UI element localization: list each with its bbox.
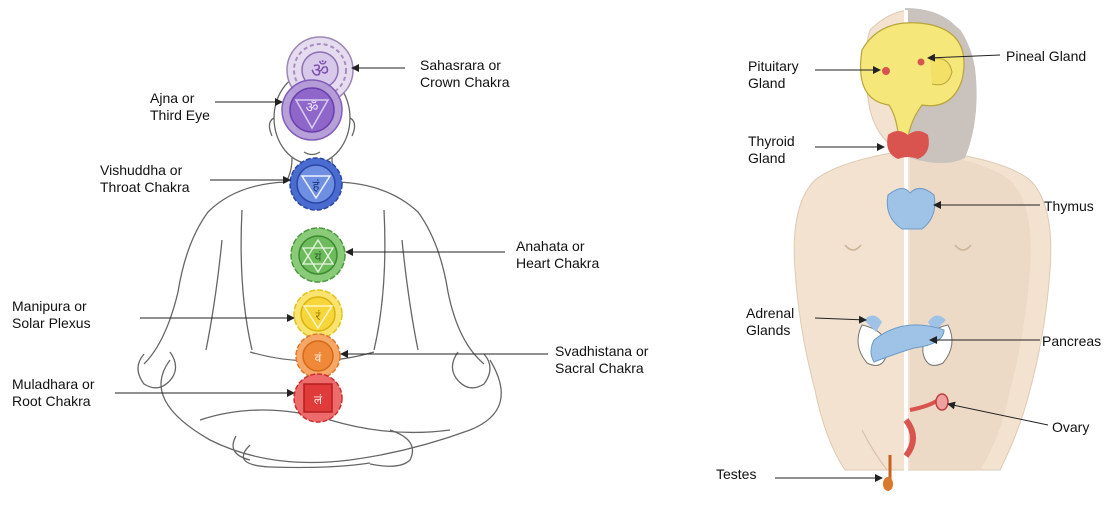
label-sacral-line2: Sacral Chakra [555, 360, 648, 377]
label-pituitary-line2: Gland [748, 75, 799, 92]
label-ajna-line1: Ajna or [150, 90, 210, 107]
label-thyroid: Thyroid Gland [748, 133, 795, 167]
label-ajna-line2: Third Eye [150, 107, 210, 124]
label-pancreas: Pancreas [1042, 333, 1101, 350]
label-adrenal: Adrenal Glands [746, 305, 794, 339]
pineal-gland [918, 59, 925, 66]
label-thymus: Thymus [1044, 198, 1094, 215]
label-ovary-line1: Ovary [1052, 419, 1089, 436]
label-crown: Sahasrara or Crown Chakra [420, 57, 509, 91]
label-thymus-line1: Thymus [1044, 198, 1094, 215]
label-crown-line1: Sahasrara or [420, 57, 509, 74]
crown-glyph: ॐ [311, 58, 329, 82]
label-adrenal-line1: Adrenal [746, 305, 794, 322]
label-pancreas-line1: Pancreas [1042, 333, 1101, 350]
label-sacral-line1: Svadhistana or [555, 343, 648, 360]
label-heart-line1: Anahata or [516, 238, 599, 255]
throat-glyph: हं [313, 179, 321, 194]
label-heart: Anahata or Heart Chakra [516, 238, 599, 272]
label-crown-line2: Crown Chakra [420, 74, 509, 91]
label-thyroid-line1: Thyroid [748, 133, 795, 150]
label-pineal-line1: Pineal Gland [1006, 48, 1086, 65]
label-throat-line1: Vishuddha or [100, 162, 189, 179]
pituitary-gland [882, 67, 890, 75]
label-throat-line2: Throat Chakra [100, 179, 189, 196]
root-glyph: लं [314, 393, 323, 407]
label-ovary: Ovary [1052, 419, 1089, 436]
label-pituitary: Pituitary Gland [748, 58, 799, 92]
label-adrenal-line2: Glands [746, 322, 794, 339]
label-heart-line2: Heart Chakra [516, 255, 599, 272]
label-solar-line2: Solar Plexus [12, 315, 91, 332]
label-pituitary-line1: Pituitary [748, 58, 799, 75]
heart-glyph: यं [315, 250, 323, 264]
label-testes: Testes [716, 466, 756, 483]
label-throat: Vishuddha or Throat Chakra [100, 162, 189, 196]
sacral-glyph: वं [315, 351, 322, 365]
label-solar-line1: Manipura or [12, 298, 91, 315]
label-thyroid-line2: Gland [748, 150, 795, 167]
label-ajna: Ajna or Third Eye [150, 90, 210, 124]
label-root-line1: Muladhara or [12, 376, 95, 393]
label-sacral: Svadhistana or Sacral Chakra [555, 343, 648, 377]
thymus-gland [887, 188, 935, 229]
label-testes-line1: Testes [716, 466, 756, 483]
label-solar: Manipura or Solar Plexus [12, 298, 91, 332]
ajna-glyph: ॐ [306, 100, 319, 116]
label-root: Muladhara or Root Chakra [12, 376, 95, 410]
label-root-line2: Root Chakra [12, 393, 95, 410]
thyroid-gland [887, 131, 929, 159]
label-pineal: Pineal Gland [1006, 48, 1086, 65]
